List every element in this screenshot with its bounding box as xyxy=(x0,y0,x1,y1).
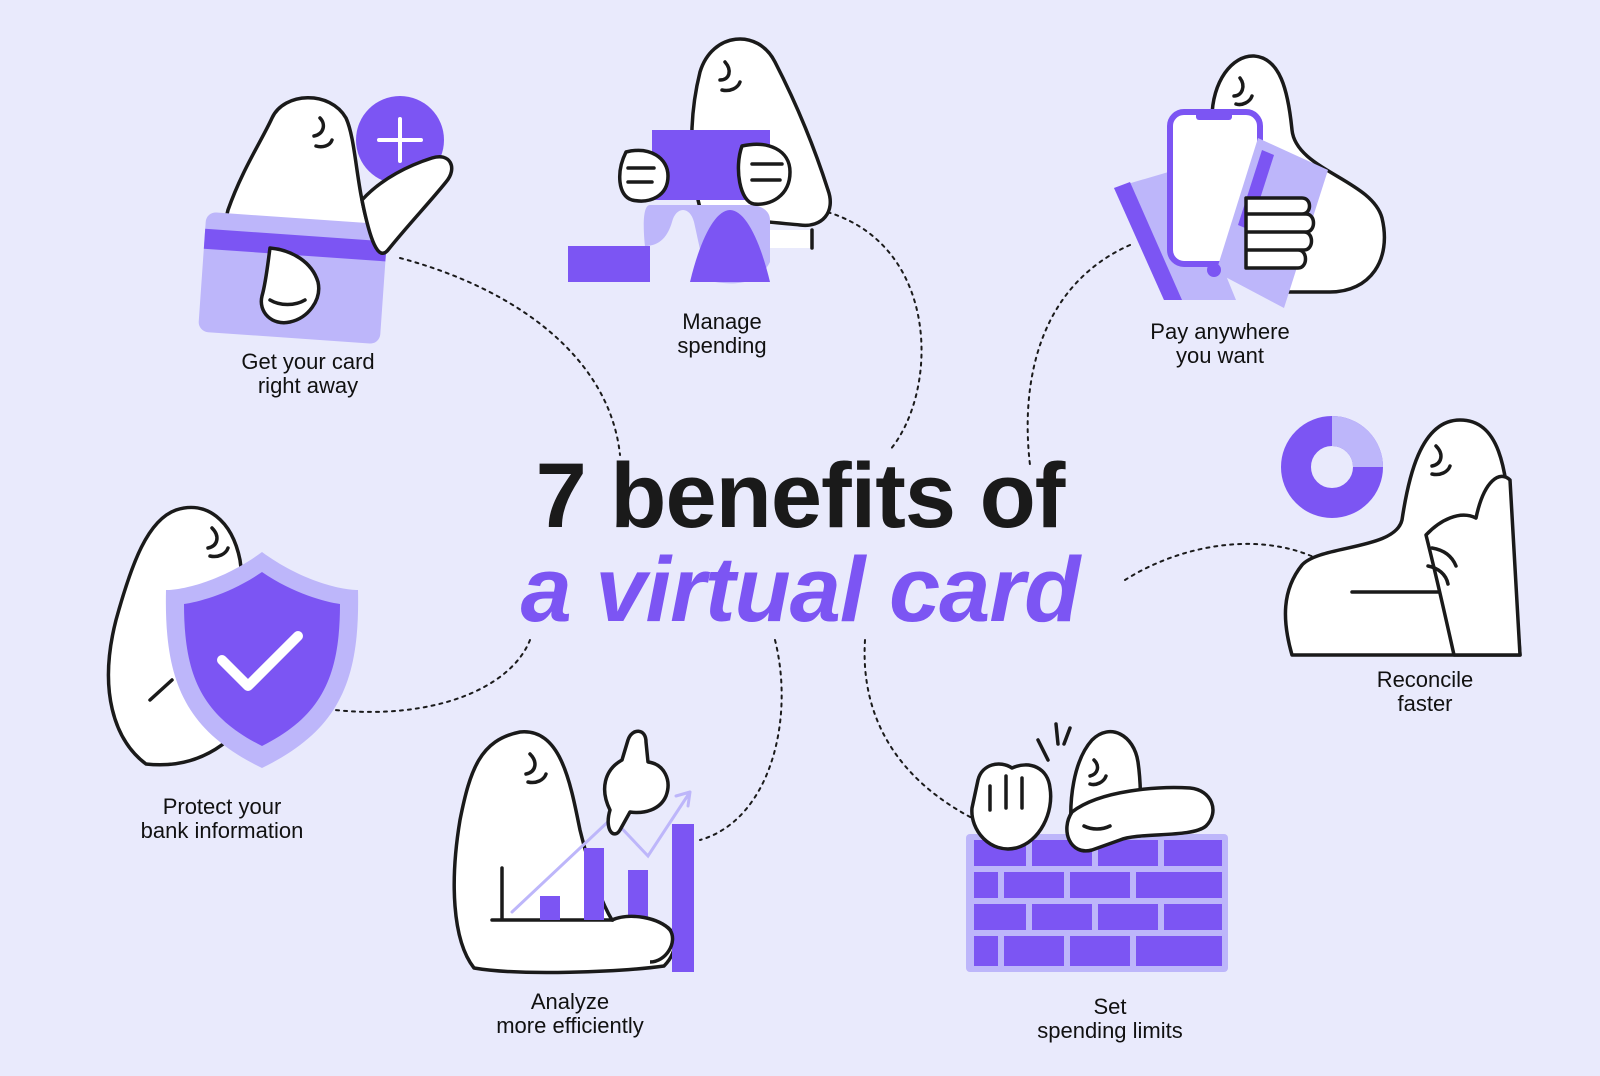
connector-lines xyxy=(334,209,1321,841)
title-line-1: 7 benefits of xyxy=(535,445,1066,547)
connector-pay xyxy=(1026,244,1131,466)
shield-check-icon xyxy=(106,505,359,768)
donut-chart-icon xyxy=(1281,416,1522,657)
benefit-label-reconcile: Reconcile faster xyxy=(1376,667,1474,716)
benefit-label-analyze: Analyze more efficiently xyxy=(496,989,644,1038)
phone-card-icon xyxy=(1114,54,1387,308)
connector-protect xyxy=(334,639,531,713)
connector-reconcile xyxy=(1124,543,1321,581)
wall-bricks xyxy=(974,840,1222,966)
connector-manage xyxy=(819,209,923,451)
card-plus-icon xyxy=(198,96,454,344)
benefit-label-get-card: Get your card right away xyxy=(241,349,375,398)
title-line-2: a virtual card xyxy=(520,539,1081,641)
bar-chart-icon xyxy=(452,729,694,975)
benefit-label-pay-anywhere: Pay anywhere you want xyxy=(1150,319,1290,368)
brick-wall-icon xyxy=(966,722,1228,972)
benefit-label-protect: Protect your bank information xyxy=(140,794,304,843)
connector-get-card xyxy=(399,257,621,456)
benefit-label-spending-limits: Set spending limits xyxy=(1037,994,1183,1043)
receipt-roll-icon xyxy=(568,37,832,284)
benefit-label-manage-spending: Manage spending xyxy=(677,309,767,358)
connector-analyze xyxy=(699,639,783,841)
connector-limits xyxy=(863,639,973,819)
infographic-title: 7 benefits of a virtual card xyxy=(400,450,1200,636)
